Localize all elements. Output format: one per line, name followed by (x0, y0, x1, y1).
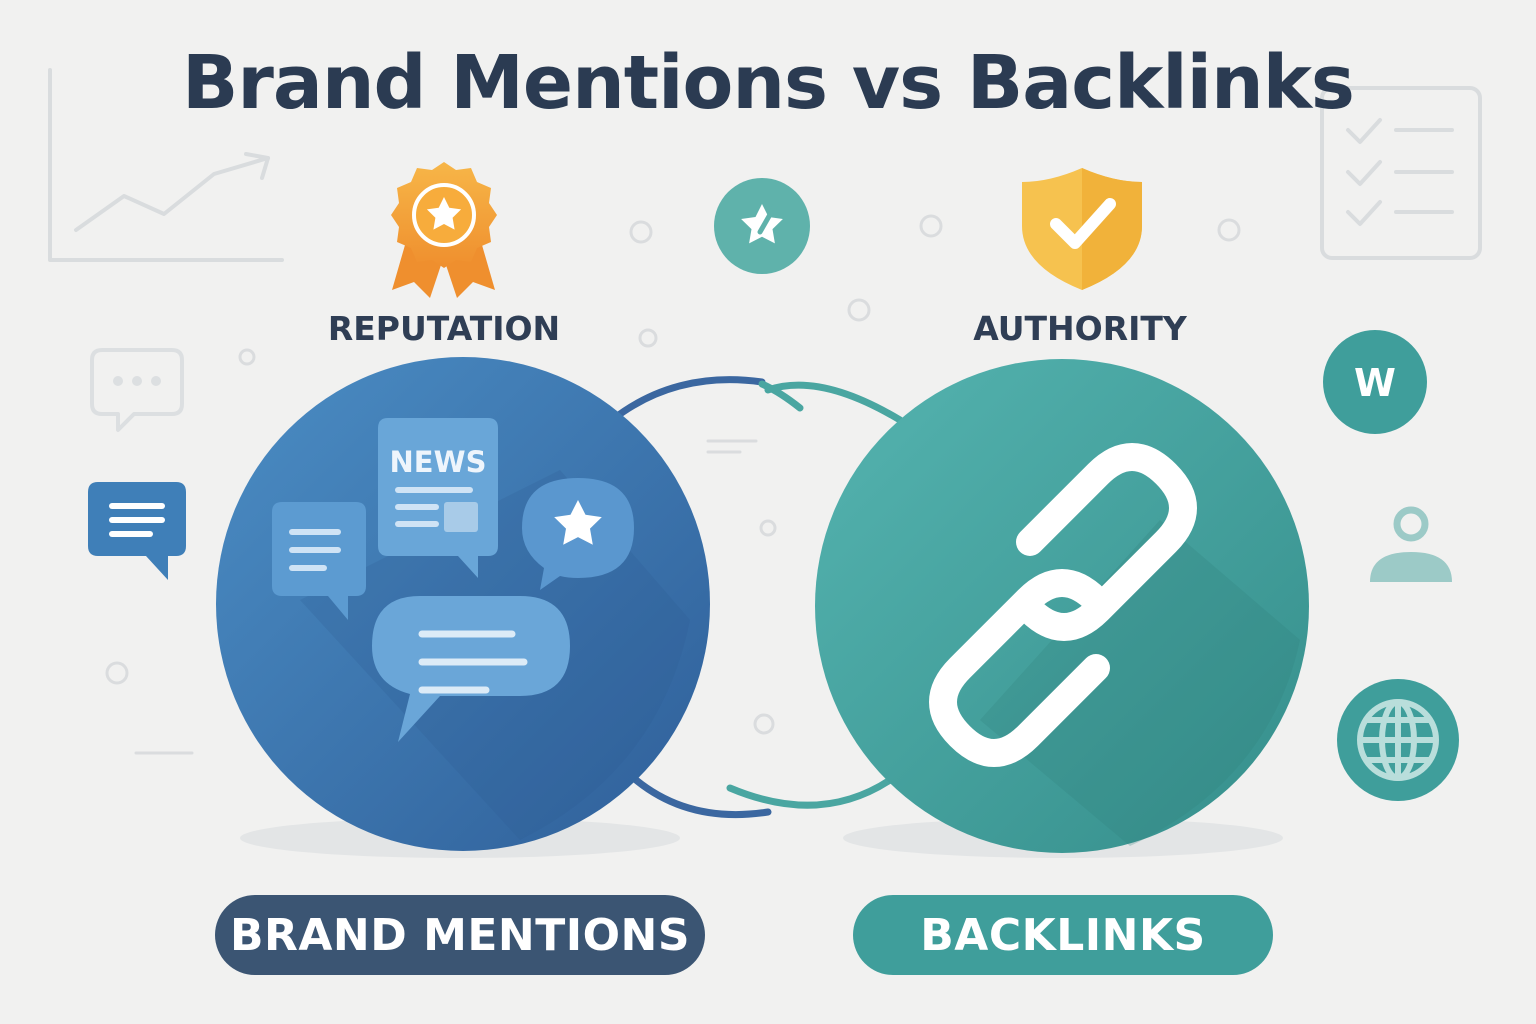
shield-check-icon (1022, 168, 1142, 290)
wikipedia-icon (1323, 330, 1427, 434)
chart-icon (48, 68, 284, 262)
message-bubble-icon (272, 502, 366, 620)
wikipedia-letter: W (1354, 361, 1396, 405)
chain-link-icon (929, 443, 1197, 767)
reputation-label: REPUTATION (327, 309, 561, 348)
decorative-dots (105, 214, 1241, 755)
authority-label: AUTHORITY (973, 309, 1187, 348)
speech-bubble-icon (372, 596, 570, 742)
backlinks-circle-shadow (980, 520, 1300, 846)
news-label: NEWS (389, 445, 487, 479)
brand-mentions-pill: BRAND MENTIONS (215, 895, 705, 975)
page-title: Brand Mentions vs Backlinks (182, 40, 1355, 126)
checklist-icon (1320, 86, 1482, 260)
chat-bubble-icon (88, 482, 186, 580)
user-icon (1370, 506, 1452, 582)
star-badge-icon (714, 178, 810, 274)
backlinks-pill: BACKLINKS (853, 895, 1273, 975)
star-bubble-icon (522, 478, 634, 590)
news-icon (378, 418, 498, 578)
faint-chat-icon (90, 348, 184, 432)
connector-arcs (608, 376, 904, 819)
globe-icon (1337, 679, 1459, 801)
award-ribbon-icon (391, 162, 497, 298)
